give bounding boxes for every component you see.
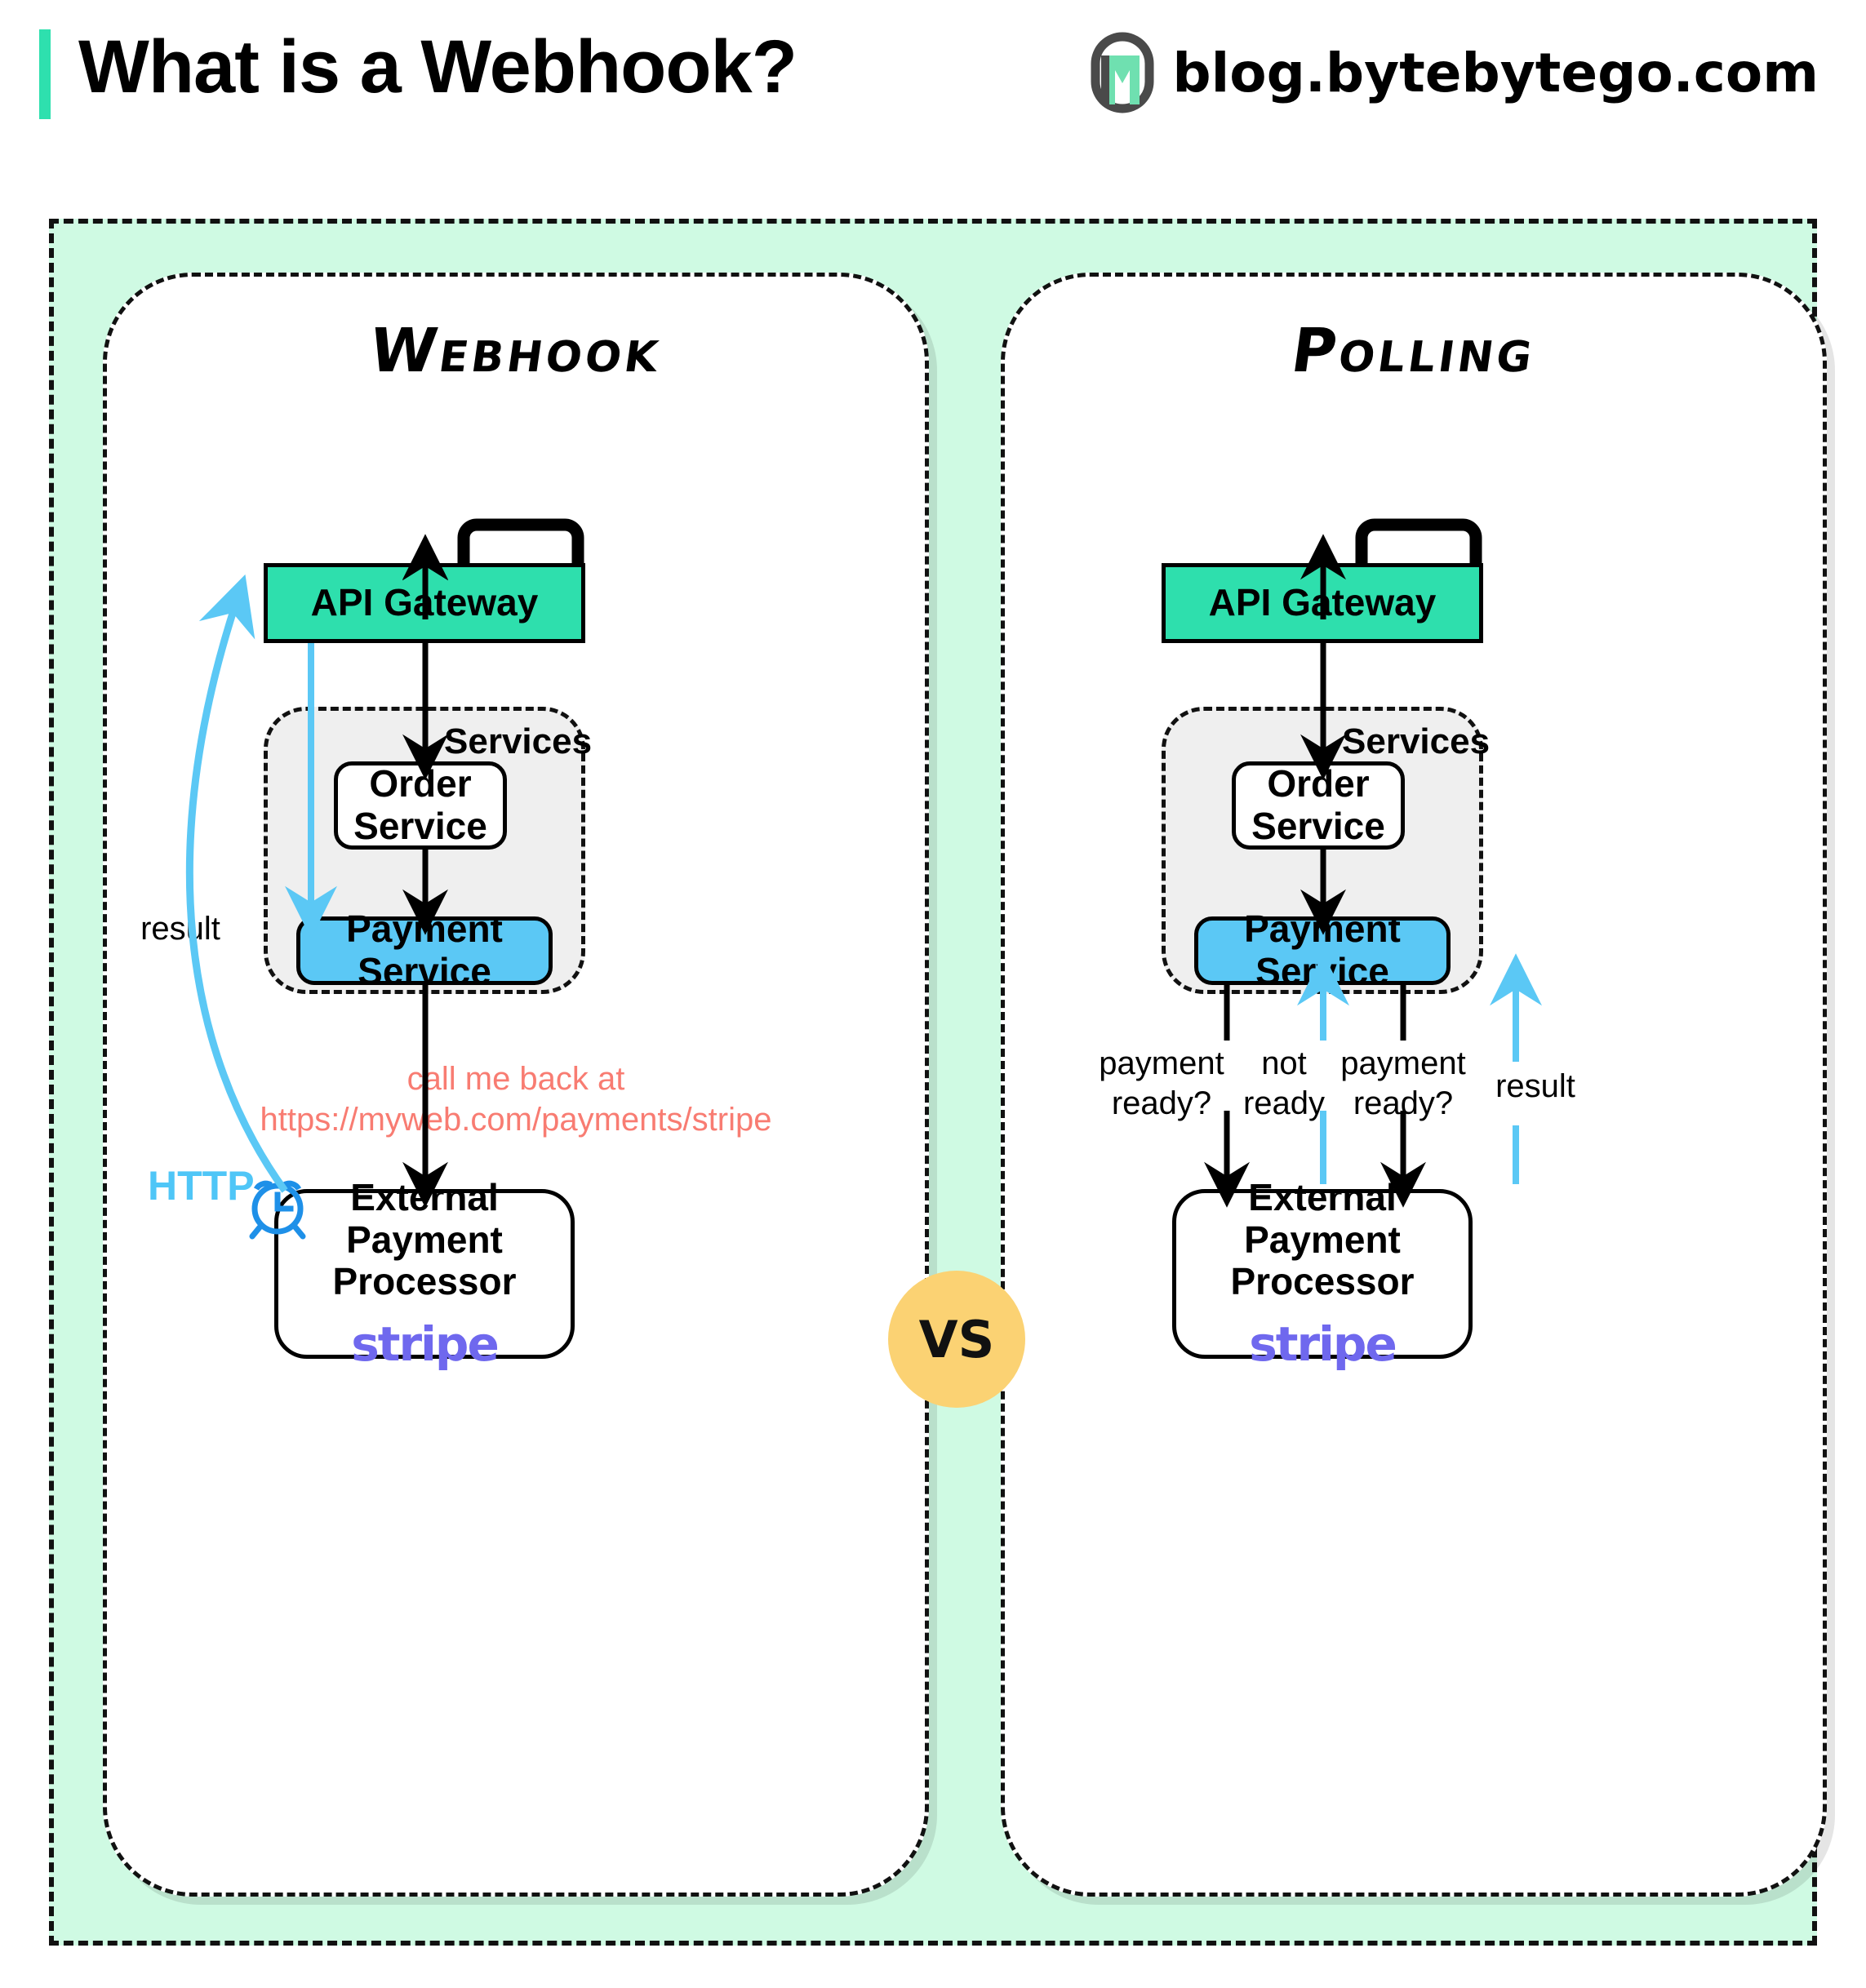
polling-order-service-box: Order Service [1232,761,1405,850]
brand-text: blog.bytebytego.com [1172,41,1819,104]
page-header: What is a Webhook? blog.bytebytego.com [0,0,1866,204]
polling-external-line1: External [1248,1176,1397,1219]
polling-services-label: Services [1342,721,1491,761]
webhook-payment-service-label: Payment Service [346,907,503,992]
polling-label-1-line1: not [1261,1045,1307,1081]
polling-order-service-line2: Service [1251,805,1385,847]
polling-label-3: result [1495,1068,1575,1104]
vs-badge: VS [888,1271,1025,1408]
panel-polling: Polling API Gateway Services Order Servi… [1001,273,1827,1897]
panel-webhook-title: Webhook [365,316,667,386]
polling-external-processor-box: External Payment Processor stripe [1172,1177,1473,1370]
polling-label-0: payment ready? [1088,1044,1235,1124]
bytebytego-logo-icon [1091,32,1154,113]
webhook-order-service-box: Order Service [334,761,507,850]
polling-label-2-line1: payment [1340,1045,1466,1081]
polling-api-gateway-box: API Gateway [1162,563,1483,643]
webhook-result-label: result [140,911,220,947]
webhook-payment-service-box: Payment Service [296,908,553,992]
title-accent-bar [39,29,51,119]
webhook-api-gateway-box: API Gateway [264,563,585,643]
polling-label-2: payment ready? [1330,1044,1477,1124]
webhook-callback-line1: call me back at [407,1061,625,1097]
polling-label-0-line2: ready? [1111,1085,1212,1121]
panel-polling-title: Polling [1286,316,1541,386]
webhook-api-gateway-label: API Gateway [310,581,539,624]
comparison-container: Webhook API Gateway Services Order Servi… [49,219,1827,1946]
page-title: What is a Webhook? [78,25,797,109]
polling-label-1: not ready [1227,1044,1341,1124]
webhook-stripe-logo: stripe [351,1316,500,1372]
webhook-external-line2: Payment Processor [332,1218,517,1303]
webhook-order-service-line2: Service [353,805,487,847]
polling-api-gateway-label: API Gateway [1208,581,1437,624]
polling-external-line2: Payment Processor [1230,1218,1415,1303]
panel-webhook: Webhook API Gateway Services Order Servi… [103,273,929,1897]
polling-stripe-logo: stripe [1249,1316,1397,1372]
webhook-http-label: HTTP [148,1163,255,1209]
alarm-clock-icon [242,1168,313,1240]
polling-order-service-line1: Order [1267,762,1370,805]
polling-label-2-line2: ready? [1353,1085,1454,1121]
brand-block: blog.bytebytego.com [1091,32,1819,113]
polling-payment-service-label: Payment Service [1244,907,1401,992]
webhook-external-processor-box: External Payment Processor stripe [274,1177,575,1370]
webhook-callback-line2: https://myweb.com/payments/stripe [260,1102,772,1138]
webhook-order-service-line1: Order [369,762,472,805]
webhook-services-label: Services [444,721,593,761]
webhook-callback-note: call me back at https://myweb.com/paymen… [107,1058,925,1140]
polling-label-0-line1: payment [1099,1045,1224,1081]
polling-payment-service-box: Payment Service [1194,908,1451,992]
webhook-external-line1: External [350,1176,499,1219]
polling-label-1-line2: ready [1242,1085,1326,1121]
